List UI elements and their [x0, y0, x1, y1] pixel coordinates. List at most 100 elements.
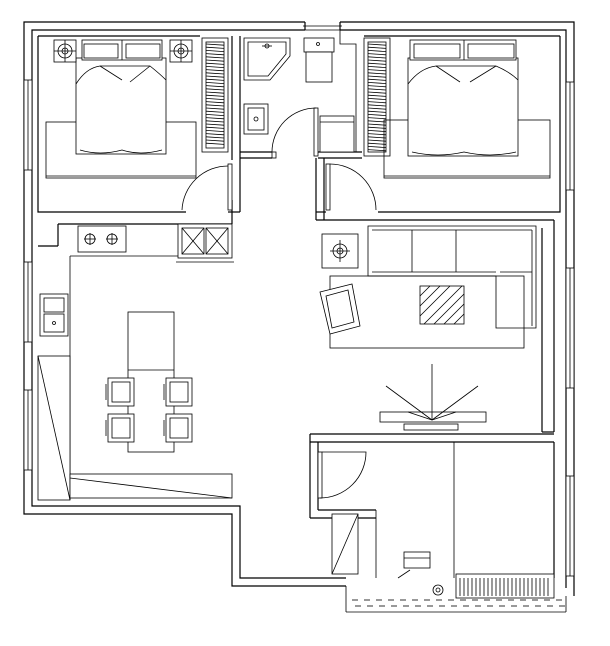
door-bedroom-right[interactable] [325, 163, 377, 211]
hanger [367, 53, 387, 56]
bedroom-left [45, 37, 229, 179]
hanger [205, 78, 225, 81]
hanger [205, 75, 225, 78]
hanger [367, 120, 387, 123]
doors [181, 107, 377, 499]
dining-chair[interactable] [163, 377, 193, 407]
hanger [205, 120, 225, 123]
lamp-icon [53, 39, 77, 63]
hanger [205, 56, 225, 59]
hanger [367, 50, 387, 52]
hanger [367, 75, 387, 78]
wardrobe-bottom[interactable] [331, 513, 359, 575]
hanger [367, 142, 387, 145]
hanger [205, 114, 225, 116]
hanger [205, 69, 225, 72]
sink [39, 293, 69, 337]
side-table [321, 233, 359, 269]
hanger [205, 110, 225, 113]
hanger [367, 43, 387, 46]
hanger [205, 50, 225, 52]
hanger [205, 104, 225, 107]
coffee-table [419, 285, 465, 325]
bedroom-right [363, 37, 551, 179]
hanger [205, 46, 225, 49]
hanger [367, 149, 387, 152]
l-shaped-sofa[interactable] [367, 225, 537, 329]
hanger [367, 72, 387, 75]
hanger [367, 94, 387, 97]
hanger [367, 88, 387, 91]
hanger [205, 66, 225, 68]
hanger [205, 136, 225, 139]
hanger [205, 130, 225, 132]
hanger [367, 133, 387, 136]
lamp-icon [169, 39, 193, 63]
exterior-walls [23, 21, 575, 596]
hanger [367, 69, 387, 72]
hanger [205, 94, 225, 97]
toilet [303, 37, 335, 83]
desk-chair[interactable] [397, 551, 444, 596]
bedroom-bottom [331, 513, 567, 613]
hanger [205, 88, 225, 91]
double-bed[interactable] [407, 57, 519, 157]
wardrobe-left[interactable] [201, 37, 229, 153]
hanger [367, 107, 387, 110]
double-bed[interactable] [75, 57, 167, 155]
hanger [205, 59, 225, 62]
hanger [367, 98, 387, 100]
hanger [367, 123, 387, 126]
hanger [205, 85, 225, 88]
hanger [367, 62, 387, 65]
hanger [367, 146, 387, 148]
hanger [205, 53, 225, 56]
hanger [205, 91, 225, 94]
hanger [367, 85, 387, 88]
tv-unit [379, 364, 487, 431]
bathroom [243, 37, 355, 153]
shower-corner [243, 37, 291, 81]
hanger [205, 107, 225, 110]
washbasin [243, 103, 269, 135]
hanger [367, 114, 387, 116]
dining-chair[interactable] [105, 413, 135, 443]
wardrobe-right[interactable] [363, 37, 391, 157]
hanger [367, 59, 387, 62]
tall-cabinet [176, 223, 234, 263]
hanger [205, 101, 225, 104]
hanger [205, 133, 225, 136]
cooktop-2-burner [77, 225, 127, 253]
hanger [367, 130, 387, 132]
counter [37, 355, 233, 501]
hanger [367, 78, 387, 81]
hanger [367, 46, 387, 49]
hanger [205, 98, 225, 100]
hanger [205, 117, 225, 120]
armchair[interactable] [319, 283, 361, 335]
dining [105, 311, 193, 453]
kitchen [37, 223, 234, 501]
hanger [367, 91, 387, 94]
door-bedroom-left[interactable] [181, 163, 233, 211]
hanger [367, 104, 387, 107]
hanger [367, 126, 387, 129]
dining-chair[interactable] [105, 377, 135, 407]
hanger [205, 123, 225, 126]
hanger [367, 56, 387, 59]
door-bedroom-bottom[interactable] [317, 451, 367, 499]
hanger [205, 72, 225, 75]
hanger [367, 117, 387, 120]
hanger [367, 66, 387, 68]
cabinet [319, 115, 355, 153]
dining-chair[interactable] [163, 413, 193, 443]
hanger [205, 43, 225, 46]
hanger [205, 82, 225, 84]
hanger [367, 82, 387, 84]
radiator [455, 573, 555, 599]
hanger [367, 139, 387, 142]
hanger [367, 110, 387, 113]
hanger [367, 136, 387, 139]
door-bathroom[interactable] [271, 107, 319, 159]
